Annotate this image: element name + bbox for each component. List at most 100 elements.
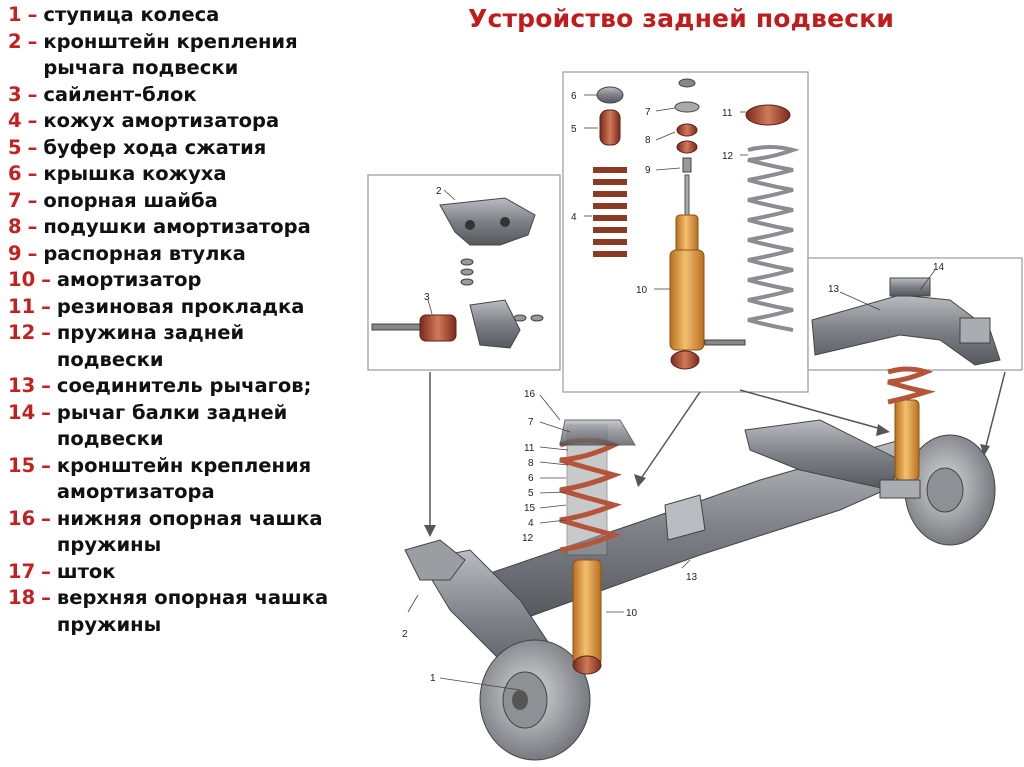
legend-item: 5–буфер хода сжатия: [8, 135, 348, 162]
legend-number: 15: [8, 453, 36, 477]
legend-text: верхняя опорная чашка пружины: [56, 586, 329, 636]
legend-item: 6–крышка кожуха: [8, 161, 348, 188]
legend-text: кронштейн крепления амортизатора: [56, 453, 312, 504]
legend-item: 12–пружина задней подвески: [8, 320, 348, 373]
callout-7: 7: [645, 107, 651, 118]
legend-dash: –: [27, 135, 38, 159]
callout-4: 4: [571, 212, 577, 223]
legend-number: 1: [8, 3, 22, 26]
legend-number: 2: [8, 29, 22, 53]
legend-item: 11–резиновая прокладка: [8, 294, 348, 321]
callout-2-inset: 2: [436, 186, 442, 197]
legend-text: кожух амортизатора: [43, 109, 280, 132]
legend-dash: –: [41, 321, 51, 344]
legend-dash: –: [27, 188, 38, 212]
legend-text: подушки амортизатора: [43, 215, 311, 238]
callout-14-inset: 14: [933, 262, 945, 273]
legend-dash: –: [41, 586, 51, 609]
lever-beam-part: [811, 277, 1001, 366]
legend-dash: –: [27, 162, 38, 185]
legend-dash: –: [27, 109, 38, 132]
legend-item: 15–кронштейн крепления амортизатора: [8, 453, 348, 506]
callout-15-main: 15: [524, 503, 536, 514]
silent-block-part: [371, 299, 544, 349]
callout-6: 6: [571, 91, 577, 102]
legend-dash: –: [41, 294, 51, 318]
legend-item: 9–распорная втулка: [8, 241, 348, 268]
callout-11-main: 11: [524, 443, 535, 454]
callout-1-main: 1: [430, 673, 436, 684]
legend-item: 14–рычаг балки задней подвески: [8, 400, 348, 453]
callout-16: 16: [524, 389, 536, 400]
legend-dash: –: [41, 400, 51, 424]
legend-dash: –: [41, 268, 51, 291]
callout-3-inset: 3: [424, 292, 430, 303]
legend-item: 10–амортизатор: [8, 267, 348, 294]
legend-number: 11: [8, 294, 36, 318]
callout-8-main: 8: [528, 458, 534, 469]
legend-text: ступица колеса: [43, 3, 220, 26]
legend-dash: –: [27, 215, 38, 238]
legend-item: 2–кронштейн крепления рычага подвески: [8, 29, 348, 82]
legend-dash: –: [27, 3, 38, 26]
legend-number: 13: [8, 374, 36, 397]
legend-item: 18–верхняя опорная чашка пружины: [8, 585, 348, 638]
legend-number: 12: [8, 321, 36, 344]
legend-text: нижняя опорная чашка пружины: [56, 506, 323, 557]
legend-number: 8: [8, 215, 22, 238]
legend-number: 18: [8, 586, 36, 609]
callout-12-main: 12: [522, 533, 534, 544]
legend-item: 1–ступица колеса: [8, 2, 348, 29]
legend-number: 6: [8, 162, 22, 185]
callout-13-main: 13: [686, 572, 698, 583]
legend-number: 17: [8, 559, 36, 583]
callout-2-main: 2: [402, 629, 408, 640]
callout-10-inset: 10: [636, 285, 648, 296]
legend-number: 16: [8, 506, 36, 530]
legend-item: 4–кожух амортизатора: [8, 108, 348, 135]
legend-item: 8–подушки амортизатора: [8, 214, 348, 241]
label-leaders: [407, 94, 936, 691]
arrow-heads: [424, 424, 990, 537]
legend-text: кронштейн крепления рычага подвески: [43, 29, 298, 80]
legend-item: 13–соединитель рычагов;: [8, 373, 348, 400]
shock-exploded-parts: [593, 78, 800, 370]
legend-dash: –: [41, 506, 51, 530]
callout-9: 9: [645, 165, 651, 176]
legend-item: 3–сайлент-блок: [8, 82, 348, 109]
legend-number: 14: [8, 400, 36, 424]
legend-item: 17–шток: [8, 559, 348, 586]
legend-number: 7: [8, 188, 22, 212]
legend-dash: –: [27, 241, 38, 265]
legend-number: 9: [8, 241, 22, 265]
legend-text: амортизатор: [56, 268, 202, 291]
callout-5: 5: [571, 124, 577, 135]
diagram-title: Устройство задней подвески: [468, 4, 895, 33]
legend-text: резиновая прокладка: [56, 294, 305, 318]
leader-arrows: [429, 371, 1006, 530]
main-assembly: [404, 366, 996, 761]
callout-13-inset: 13: [828, 284, 840, 295]
legend-number: 3: [8, 82, 22, 106]
legend-number: 10: [8, 268, 36, 291]
legend-number: 4: [8, 109, 22, 132]
legend-dash: –: [41, 453, 51, 477]
legend-text: пружина задней подвески: [56, 321, 245, 371]
callout-12-inset: 12: [722, 151, 734, 162]
callout-10-main: 10: [626, 608, 638, 619]
legend-dash: –: [41, 374, 51, 397]
legend-dash: –: [41, 559, 51, 583]
legend-text: сайлент-блок: [43, 82, 197, 106]
callout-4-main: 4: [528, 518, 534, 529]
legend-item: 16–нижняя опорная чашка пружины: [8, 506, 348, 559]
callout-7-main: 7: [528, 417, 534, 428]
legend-text: соединитель рычагов;: [56, 374, 312, 397]
legend-text: рычаг балки задней подвески: [56, 400, 288, 451]
legend-dash: –: [27, 29, 38, 53]
callout-5-main: 5: [528, 488, 534, 499]
legend-dash: –: [27, 82, 38, 106]
legend-text: буфер хода сжатия: [43, 135, 267, 159]
legend-text: распорная втулка: [43, 241, 246, 265]
